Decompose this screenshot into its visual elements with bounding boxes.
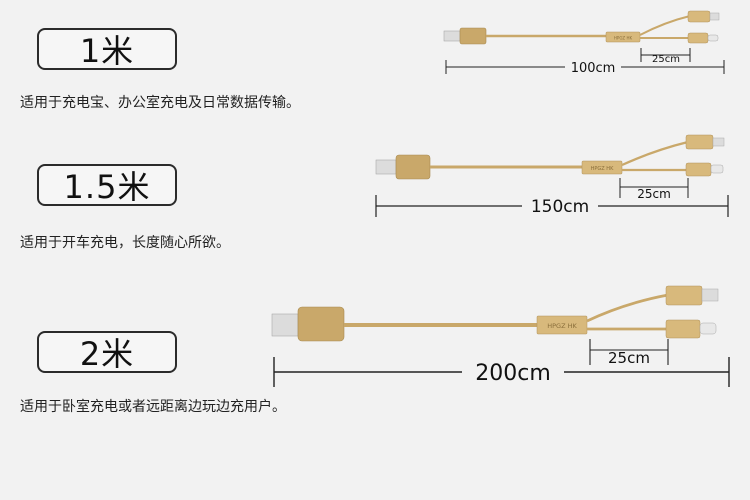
branch-length-label: 25cm (608, 349, 650, 367)
branch-length-label: 25cm (637, 187, 671, 201)
lightning-connector (685, 162, 724, 177)
length-badge-label: 1米 (79, 32, 135, 70)
total-length-label: 200cm (475, 361, 551, 386)
usage-description: 适用于开车充电，长度随心所欲。 (20, 235, 230, 251)
cable-illustration-2m: HPGZ HK 200cm 25cm (271, 285, 730, 387)
usb-a-connector (443, 27, 487, 45)
hub-brand-text: HPGZ HK (614, 36, 633, 41)
total-length-dimension (445, 60, 725, 74)
usb-a-connector (271, 306, 345, 342)
length-badge-1m: 1米 (37, 28, 177, 70)
length-badge-2m: 2米 (37, 331, 177, 373)
total-length-dimension (273, 357, 730, 387)
usage-description: 适用于充电宝、办公室充电及日常数据传输。 (20, 95, 300, 111)
branch-length-dimension (640, 48, 691, 62)
hub-brand-text: HPGZ HK (547, 322, 577, 330)
branch-cable-top (586, 293, 669, 323)
splitter-hub (536, 315, 588, 335)
hub-brand-text: HPGZ HK (591, 166, 614, 172)
branch-cable-top (621, 140, 689, 167)
micro-usb-connector (685, 134, 725, 150)
branch-length-dimension (619, 178, 689, 198)
cable-illustration-1m: HPGZ HK 100cm 25cm (443, 10, 725, 76)
length-badge-label: 1.5米 (63, 168, 151, 206)
lightning-connector (687, 32, 719, 44)
micro-usb-connector (665, 285, 719, 306)
branch-length-label: 25cm (652, 54, 680, 65)
length-badge-label: 2米 (79, 335, 135, 373)
splitter-hub (581, 160, 623, 175)
usage-description: 适用于卧室充电或者远距离边玩边充用户。 (20, 399, 286, 415)
cable-illustration-1-5m: HPGZ HK 150cm 25cm (375, 134, 729, 217)
total-length-label: 100cm (571, 61, 616, 76)
total-length-label: 150cm (531, 197, 589, 217)
micro-usb-connector (687, 10, 720, 23)
branch-length-dimension (589, 339, 669, 365)
section-1-5m: 1.5米 适用于开车充电，长度随心所欲。 HPGZ HK 150cm (0, 130, 750, 265)
length-badge-1-5m: 1.5米 (37, 164, 177, 206)
usb-a-connector (375, 154, 431, 180)
lightning-connector (665, 319, 717, 339)
section-2m: 2米 适用于卧室充电或者远距离边玩边充用户。 HPGZ HK 200cm (0, 265, 750, 500)
branch-cable-top (639, 15, 691, 36)
total-length-dimension (375, 195, 729, 217)
section-1m: 1米 适用于充电宝、办公室充电及日常数据传输。 HPGZ HK 100cm (0, 0, 750, 130)
